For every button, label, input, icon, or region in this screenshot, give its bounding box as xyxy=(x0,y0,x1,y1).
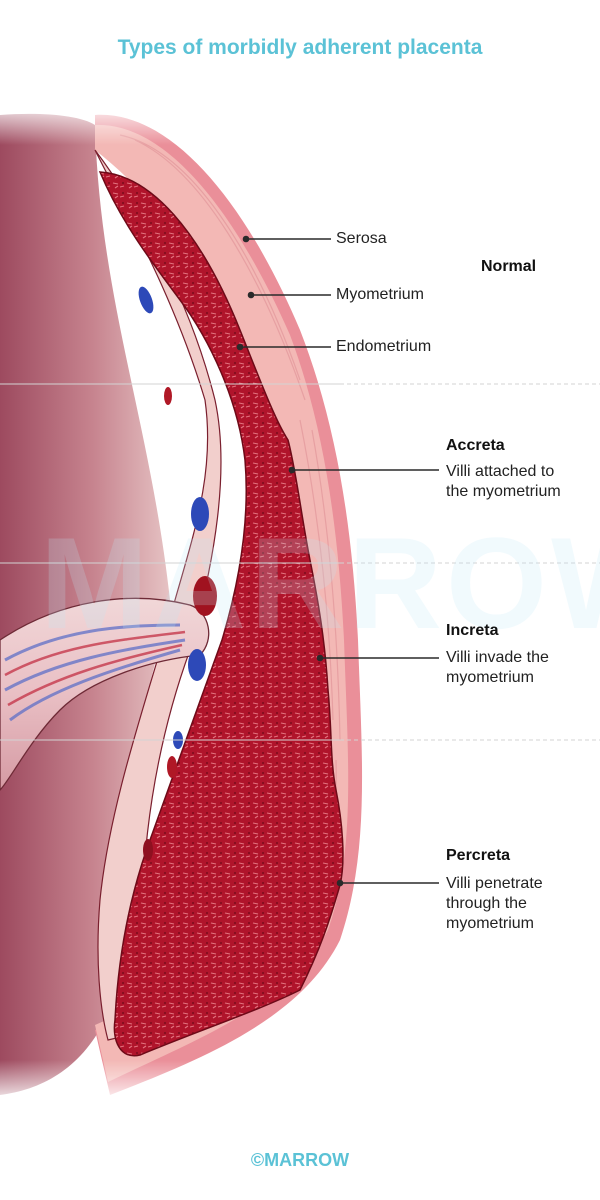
vein-3 xyxy=(188,649,206,681)
increta-desc-line-2: myometrium xyxy=(446,669,535,686)
leader-lines xyxy=(236,235,439,887)
accreta-desc-line-1: Villi attached to xyxy=(446,463,555,480)
artery-3 xyxy=(167,756,177,778)
increta-title: Increta xyxy=(446,622,499,639)
accreta-title: Accreta xyxy=(446,437,505,454)
cord-artery-lines xyxy=(4,630,186,707)
percreta-desc-line-2: through the xyxy=(446,895,527,912)
myometrium-label: Myometrium xyxy=(336,286,425,303)
increta-desc-line-1: Villi invade the xyxy=(446,649,549,666)
cord-vessels xyxy=(4,623,186,722)
bottom-fade xyxy=(0,1060,600,1105)
artery-1 xyxy=(164,387,172,405)
myometrium-fibers xyxy=(119,134,341,956)
placenta-villi xyxy=(98,171,344,1057)
percreta-title: Percreta xyxy=(446,847,511,864)
diagram-title: Types of morbidly adherent placenta xyxy=(117,36,483,59)
myometrium-layer xyxy=(95,124,349,1082)
accreta-description: Villi attached to the myometrium xyxy=(446,462,600,502)
endometrium-label: Endometrium xyxy=(336,338,432,355)
top-fade xyxy=(0,100,600,145)
artery-2 xyxy=(193,576,217,616)
vein-2 xyxy=(191,497,209,531)
percreta-desc-line-1: Villi penetrate xyxy=(446,875,543,892)
accreta-desc-line-2: the myometrium xyxy=(446,483,561,500)
increta-description: Villi invade the myometrium xyxy=(446,648,600,688)
normal-title: Normal xyxy=(481,258,537,275)
watermark: MARROW xyxy=(40,510,600,656)
vein-1 xyxy=(138,286,154,314)
percreta-description: Villi penetrate through the myometrium xyxy=(446,874,600,934)
footer-brand: ©MARROW xyxy=(250,1150,350,1170)
serosa-label: Serosa xyxy=(336,230,387,247)
artery-4 xyxy=(143,839,153,861)
decidua-layer xyxy=(94,149,222,1041)
percreta-desc-line-3: myometrium xyxy=(446,915,535,932)
section-dividers xyxy=(0,383,600,741)
